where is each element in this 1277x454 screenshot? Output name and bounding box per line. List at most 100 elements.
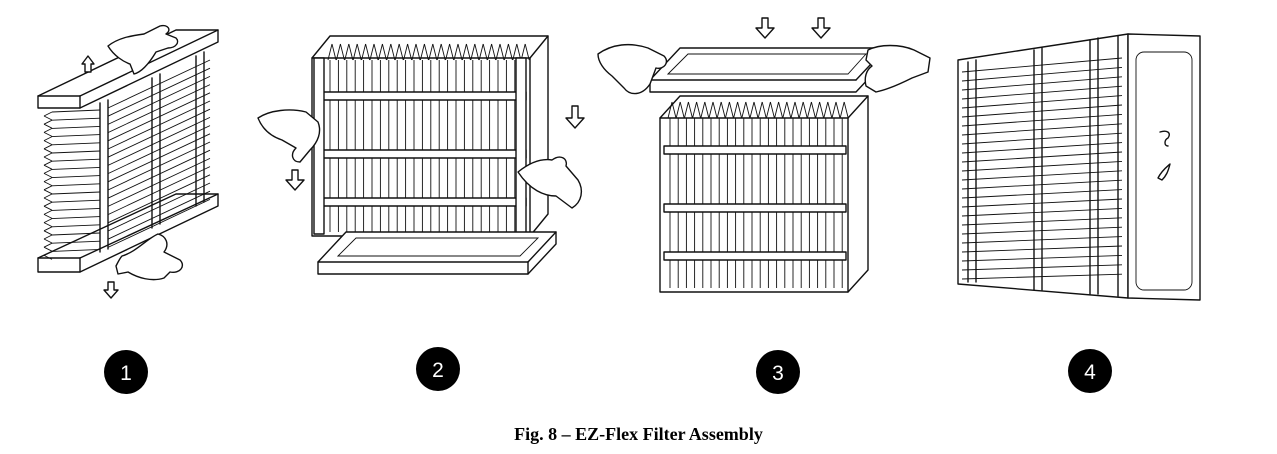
pleat-line [381, 43, 387, 61]
pleat-line [107, 166, 211, 216]
pleat-line [440, 43, 446, 61]
pleat-line [43, 123, 53, 129]
pleat-line [778, 101, 784, 119]
pleat-line [499, 43, 505, 61]
pleat-line [712, 101, 718, 119]
pleat-line [43, 172, 53, 178]
pleat-line [43, 201, 53, 207]
pleat-line [700, 101, 706, 119]
pleat-line [810, 101, 816, 119]
pleat-line [373, 43, 379, 61]
pleat-line [51, 166, 101, 170]
pleat-line [802, 101, 808, 119]
pleat-line [428, 43, 434, 61]
pleat-line [107, 149, 211, 199]
pleat-line [107, 174, 211, 224]
pleat-line [794, 101, 800, 119]
pleat-line [43, 140, 53, 146]
pleat-line [344, 43, 350, 61]
pleat-line [761, 101, 767, 119]
pleat-line [51, 109, 101, 113]
pleat-line [51, 158, 101, 162]
pleat-line [43, 193, 53, 199]
pleat-line [43, 164, 53, 170]
pleat-line [331, 43, 337, 61]
pleat-line [503, 43, 509, 61]
pleat-line [107, 92, 211, 142]
pleat-line [43, 181, 53, 187]
pleat-line [107, 133, 211, 183]
pleat-line [482, 43, 488, 61]
pleat-line [51, 240, 101, 244]
pleat-line [667, 101, 673, 119]
pleat-line [827, 101, 833, 119]
pleat-line [369, 43, 375, 61]
pleat-line [51, 134, 101, 138]
pleat-line [491, 43, 497, 61]
pleat-line [107, 67, 211, 117]
pleat-line [43, 213, 53, 219]
pleat-line [43, 205, 53, 211]
pleat-line [487, 43, 493, 61]
pleat-line [43, 218, 53, 224]
pleat-line [407, 43, 413, 61]
pleat-line [819, 101, 825, 119]
step-badge-3: 3 [756, 350, 800, 394]
pleat-line [43, 254, 53, 260]
pleat-line [43, 160, 53, 166]
pleat-line [43, 177, 53, 183]
pleat-line [390, 43, 396, 61]
pleat-line [839, 101, 845, 119]
pleat-line [51, 248, 101, 252]
pleat-line [107, 198, 211, 248]
pleat-line [774, 101, 780, 119]
pleat-line [524, 43, 530, 61]
pleat-line [51, 199, 101, 203]
pleat-line [765, 101, 771, 119]
pleat-line [361, 43, 367, 61]
pleat-line [495, 43, 501, 61]
pleat-line [757, 101, 763, 119]
pleat-line [679, 101, 685, 119]
pleat-line [453, 43, 459, 61]
pleat-line [43, 136, 53, 142]
pleat-line [790, 101, 796, 119]
pleat-line [43, 144, 53, 150]
pleat-line [831, 101, 837, 119]
pleat-line [365, 43, 371, 61]
pleat-line [423, 43, 429, 61]
pleat-line [51, 232, 101, 236]
pleat-line [107, 125, 211, 175]
pleat-line [692, 101, 698, 119]
pleat-line [43, 115, 53, 121]
pleat-line [107, 59, 211, 109]
pleat-line [107, 75, 211, 125]
pleat-line [724, 101, 730, 119]
step-number-3: 3 [772, 362, 784, 385]
pleat-line [733, 101, 739, 119]
pleat-line [737, 101, 743, 119]
pleat-line [51, 150, 101, 154]
pleat-line [51, 224, 101, 228]
pleat-line [43, 127, 53, 133]
pleat-line [377, 43, 383, 61]
pleat-line [43, 131, 53, 137]
step-number-2: 2 [432, 359, 444, 382]
pleat-line [815, 101, 821, 119]
pleat-line [696, 101, 702, 119]
step-badge-1: 1 [104, 350, 148, 394]
pleat-line [843, 101, 849, 119]
pleat-line [835, 101, 841, 119]
pleat-line [43, 238, 53, 244]
pleat-line [43, 230, 53, 236]
pleat-line [806, 101, 812, 119]
pleat-line [720, 101, 726, 119]
pleat-line [411, 43, 417, 61]
pleat-line [478, 43, 484, 61]
step-number-1: 1 [120, 362, 132, 385]
pleat-line [51, 125, 101, 129]
pleat-line [470, 43, 476, 61]
pleat-line [43, 148, 53, 154]
pleat-line [43, 250, 53, 256]
pleat-line [415, 43, 421, 61]
